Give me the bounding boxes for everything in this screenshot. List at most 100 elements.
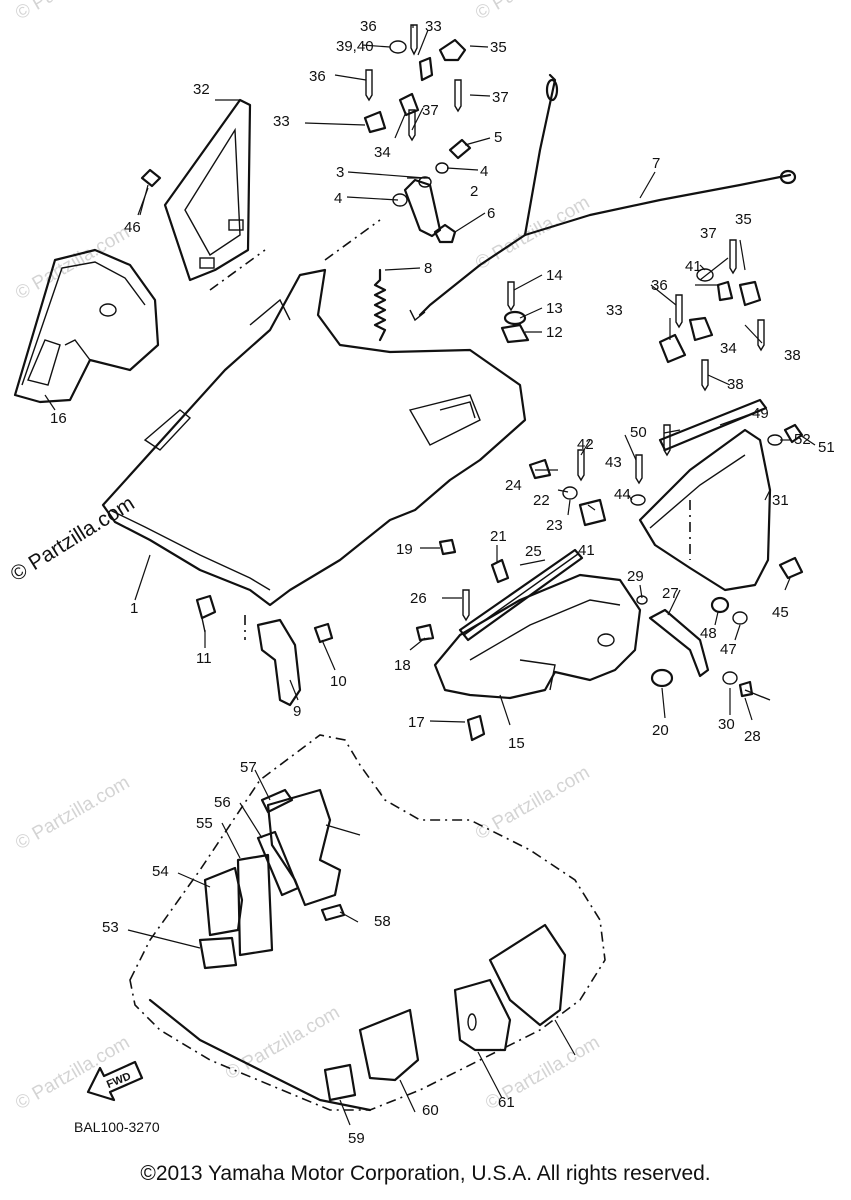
callout-51: 53 <box>102 919 119 936</box>
callout-33c: 33 <box>606 302 623 319</box>
callout-37b: 37 <box>422 102 439 119</box>
callout-49: 51 <box>818 439 835 456</box>
callout-15: 15 <box>508 735 525 752</box>
bracket-part-32 <box>163 98 252 282</box>
callout-43: 45 <box>772 604 789 621</box>
callout-45: 47 <box>720 641 737 658</box>
callout-36c: 36 <box>651 277 668 294</box>
leader-lines <box>44 25 816 1126</box>
callout-4: 4 <box>334 190 342 207</box>
callout-23: 23 <box>546 517 563 534</box>
watermark: © Partzilla.com <box>12 222 133 304</box>
callout-labels: 1 2 3 4 4 5 6 7 8 9 10 11 12 13 14 15 16… <box>50 18 835 1147</box>
clip-part-44 <box>139 168 162 216</box>
callout-44: 46 <box>124 219 141 236</box>
callout-35a: 35 <box>490 39 507 56</box>
callout-37c: 38 <box>784 347 801 364</box>
callout-9: 9 <box>293 703 301 720</box>
strip-part-25 <box>458 548 584 642</box>
callout-4b: 4 <box>480 163 488 180</box>
diagram-code: BAL100-3270 <box>74 1119 160 1135</box>
lower-fairing <box>129 734 606 1112</box>
watermark: © Partzilla.com <box>12 1032 133 1114</box>
callout-25: 25 <box>525 543 542 560</box>
callout-57: 59 <box>348 1130 365 1147</box>
callout-38a: 39,40 <box>336 38 374 55</box>
callout-36a: 36 <box>360 18 377 35</box>
callout-39-40: 41 <box>578 542 595 559</box>
callout-12: 12 <box>546 324 563 341</box>
callout-47: 49 <box>752 405 769 422</box>
callout-52: 54 <box>152 863 169 880</box>
small-parts-right <box>528 423 804 701</box>
watermark: © Partzilla.com <box>12 772 133 854</box>
callout-34a: 34 <box>374 144 391 161</box>
front-cowl-part-1 <box>101 219 527 640</box>
callout-41a: 42 <box>577 436 594 453</box>
callout-27: 27 <box>662 585 679 602</box>
callout-59: 61 <box>498 1094 515 1111</box>
callout-14: 14 <box>546 267 563 284</box>
callout-55: 57 <box>240 759 257 776</box>
watermark: © Partzilla.com <box>12 0 133 24</box>
callout-31: 31 <box>772 492 789 509</box>
callout-10: 10 <box>330 673 347 690</box>
callout-11: 11 <box>196 650 212 667</box>
watermark: © Partzilla.com <box>472 762 593 844</box>
fastener-group-12-14 <box>500 281 530 344</box>
callout-17: 17 <box>408 714 425 731</box>
callout-2: 2 <box>470 183 478 200</box>
callout-37a: 37 <box>492 89 509 106</box>
callout-32: 32 <box>193 81 210 98</box>
callout-20: 20 <box>652 722 669 739</box>
callout-3: 3 <box>336 164 344 181</box>
watermark: © Partzilla.com <box>472 0 593 24</box>
callout-33b: 33 <box>425 18 442 35</box>
housing-part-15 <box>433 573 642 700</box>
watermark-main: © Partzilla.com <box>6 492 138 586</box>
callout-48: 50 <box>630 424 647 441</box>
callout-33a: 33 <box>273 113 290 130</box>
callout-8: 8 <box>424 260 432 277</box>
callout-53: 55 <box>196 815 213 832</box>
side-panel-part-16 <box>13 248 160 404</box>
callout-1: 1 <box>130 600 138 617</box>
strip-part-47 <box>658 398 768 452</box>
callout-18: 18 <box>394 657 411 674</box>
rod-part-7 <box>409 73 797 322</box>
callout-58: 60 <box>422 1102 439 1119</box>
fastener-group-right <box>658 239 765 392</box>
callout-46: 48 <box>700 625 717 642</box>
callout-34b: 34 <box>720 340 737 357</box>
fastener-group-top <box>363 24 467 142</box>
callout-19: 19 <box>396 541 413 558</box>
callout-5: 5 <box>494 129 502 146</box>
callout-26: 26 <box>410 590 427 607</box>
callout-37d: 38 <box>727 376 744 393</box>
callout-30: 30 <box>718 716 735 733</box>
callout-16: 16 <box>50 410 67 427</box>
callout-7: 7 <box>652 155 660 172</box>
callout-22: 22 <box>533 492 550 509</box>
callout-56: 58 <box>374 913 391 930</box>
panel-part-31 <box>638 428 772 592</box>
callout-42: 44 <box>614 486 631 503</box>
callout-35b: 35 <box>735 211 752 228</box>
strip-part-27 <box>648 608 710 678</box>
small-parts-bottom <box>195 538 674 742</box>
pad-parts <box>198 788 567 1102</box>
callout-29: 29 <box>627 568 644 585</box>
watermark-layer: © Partzilla.com © Partzilla.com © Partzi… <box>12 0 603 1114</box>
callout-6: 6 <box>487 205 495 222</box>
callout-41b: 43 <box>605 454 622 471</box>
callout-54: 56 <box>214 794 231 811</box>
callout-28: 28 <box>744 728 761 745</box>
linkage-assembly <box>392 138 472 244</box>
callout-36b: 36 <box>309 68 326 85</box>
callout-38b: 41 <box>685 258 702 275</box>
callout-21: 21 <box>490 528 507 545</box>
callout-24: 24 <box>505 477 522 494</box>
spring-part-8 <box>373 268 387 342</box>
callout-50: 52 <box>794 431 811 448</box>
